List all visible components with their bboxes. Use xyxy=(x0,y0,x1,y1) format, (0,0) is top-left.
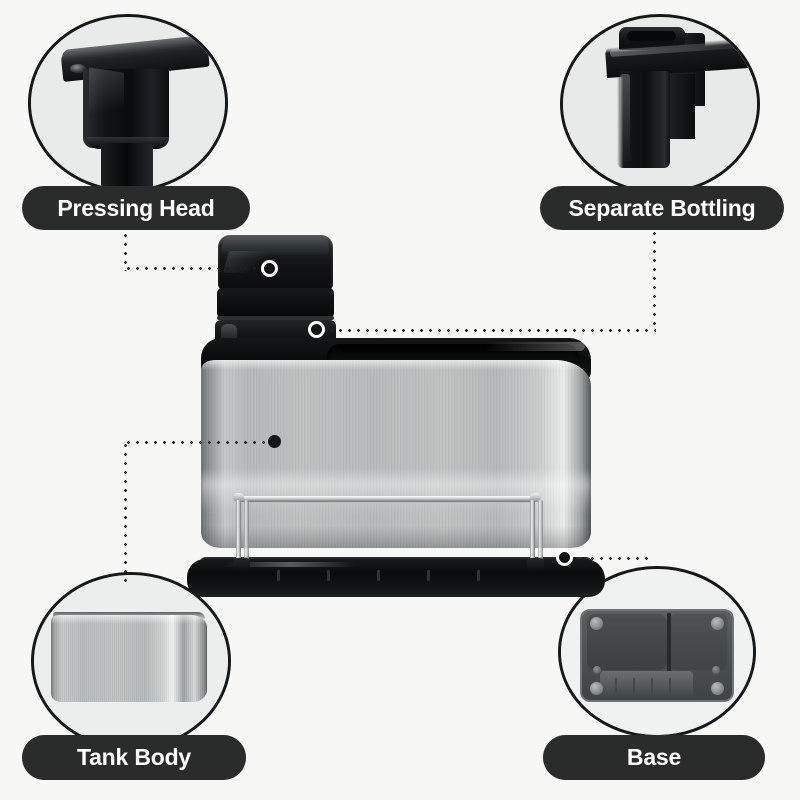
pump-collar-seam xyxy=(217,316,334,320)
connector-pressing-head-vertical xyxy=(124,231,127,271)
connector-base-horizontal xyxy=(570,557,654,560)
hotspot-marker-base[interactable] xyxy=(556,549,573,566)
tank-top-edge xyxy=(201,360,591,370)
base-slot xyxy=(377,570,380,581)
wire-rack-leg-left xyxy=(236,500,241,566)
wire-rack-leg-right xyxy=(530,500,535,566)
base-zoom-rib xyxy=(615,678,618,695)
connector-pressing-head-horizontal xyxy=(124,267,270,270)
callout-label-text: Base xyxy=(626,744,682,770)
bottle-mouth-opening xyxy=(627,30,676,42)
base-zoom-foot-pad xyxy=(589,681,603,695)
connector-separate-bottling-horizontal xyxy=(318,329,656,332)
callout-label-text: Separate Bottling xyxy=(568,194,756,221)
wire-rack-cap-left xyxy=(233,493,244,502)
tank-rim-highlight xyxy=(485,342,585,351)
base-zoom-foot-pad xyxy=(710,681,724,695)
tank-zoom-shell xyxy=(51,614,207,703)
brushed-texture xyxy=(51,614,207,703)
pump-head-top-face xyxy=(222,235,329,255)
press-screw-icon xyxy=(69,64,86,74)
callout-label-pressing-head[interactable]: Pressing Head xyxy=(22,186,250,230)
callout-art-pressing-head xyxy=(31,17,225,189)
base-slot xyxy=(327,570,330,581)
wire-rack-leg-right-back xyxy=(538,500,543,566)
tank-body-part xyxy=(201,360,591,548)
callout-label-tank-body[interactable]: Tank Body xyxy=(22,735,246,780)
wire-rack-foot-left xyxy=(233,558,250,571)
press-column-facet xyxy=(89,67,125,125)
base-zoom-rib xyxy=(633,678,636,695)
connector-tank-body-horizontal xyxy=(124,441,276,444)
base-zoom-foot-pad xyxy=(589,617,603,631)
wire-rack-leg-left-back xyxy=(244,500,249,566)
callout-label-text: Tank Body xyxy=(76,744,192,770)
wire-rack-foot-right xyxy=(527,558,544,571)
brushed-texture xyxy=(201,360,591,548)
base-slot xyxy=(277,570,280,581)
base-slot xyxy=(477,570,480,581)
press-column xyxy=(83,68,169,148)
callout-circle-separate-bottling[interactable] xyxy=(560,14,760,194)
callout-art-separate-bottling xyxy=(563,17,757,191)
press-neck xyxy=(100,142,154,189)
product-illustration xyxy=(185,232,605,600)
base-zoom-screw xyxy=(592,665,601,674)
wire-rack-cap-right xyxy=(530,493,541,502)
tank-bottom-shade xyxy=(201,526,591,548)
callout-label-base[interactable]: Base xyxy=(543,735,765,780)
bottle-body xyxy=(617,70,670,169)
bottle-right-block xyxy=(667,74,695,139)
connector-separate-bottling-vertical xyxy=(653,229,656,331)
base-zoom-plate xyxy=(580,608,734,702)
base-zoom-lower-tray xyxy=(600,671,693,698)
tank-zoom-top-edge xyxy=(51,614,207,624)
hotspot-marker-tank-body[interactable] xyxy=(268,435,281,448)
base-zoom-foot-pad xyxy=(710,617,724,631)
base-zoom-divider xyxy=(667,613,672,673)
callout-art-base xyxy=(561,569,753,735)
base-zoom-rib xyxy=(668,678,671,695)
connector-tank-body-vertical xyxy=(124,441,127,584)
wire-rack-top-bar xyxy=(237,496,537,503)
bottle-body-highlight xyxy=(620,74,630,162)
callout-circle-pressing-head[interactable] xyxy=(28,14,228,192)
hotspot-marker-pressing-head[interactable] xyxy=(261,260,278,277)
callout-label-separate-bottling[interactable]: Separate Bottling xyxy=(540,186,784,230)
base-zoom-screw xyxy=(712,665,721,674)
hotspot-marker-separate-bottling[interactable] xyxy=(308,321,325,338)
base-zoom-rib xyxy=(651,678,653,695)
callout-label-text: Pressing Head xyxy=(57,194,215,221)
base-slot xyxy=(427,570,430,581)
base-tray-highlight xyxy=(225,562,355,567)
callout-circle-tank-body[interactable] xyxy=(31,572,231,750)
callout-circle-base[interactable] xyxy=(558,566,756,738)
pump-collar-part xyxy=(217,288,334,318)
tank-reflection-band xyxy=(201,468,591,514)
callout-art-tank-body xyxy=(34,575,228,747)
